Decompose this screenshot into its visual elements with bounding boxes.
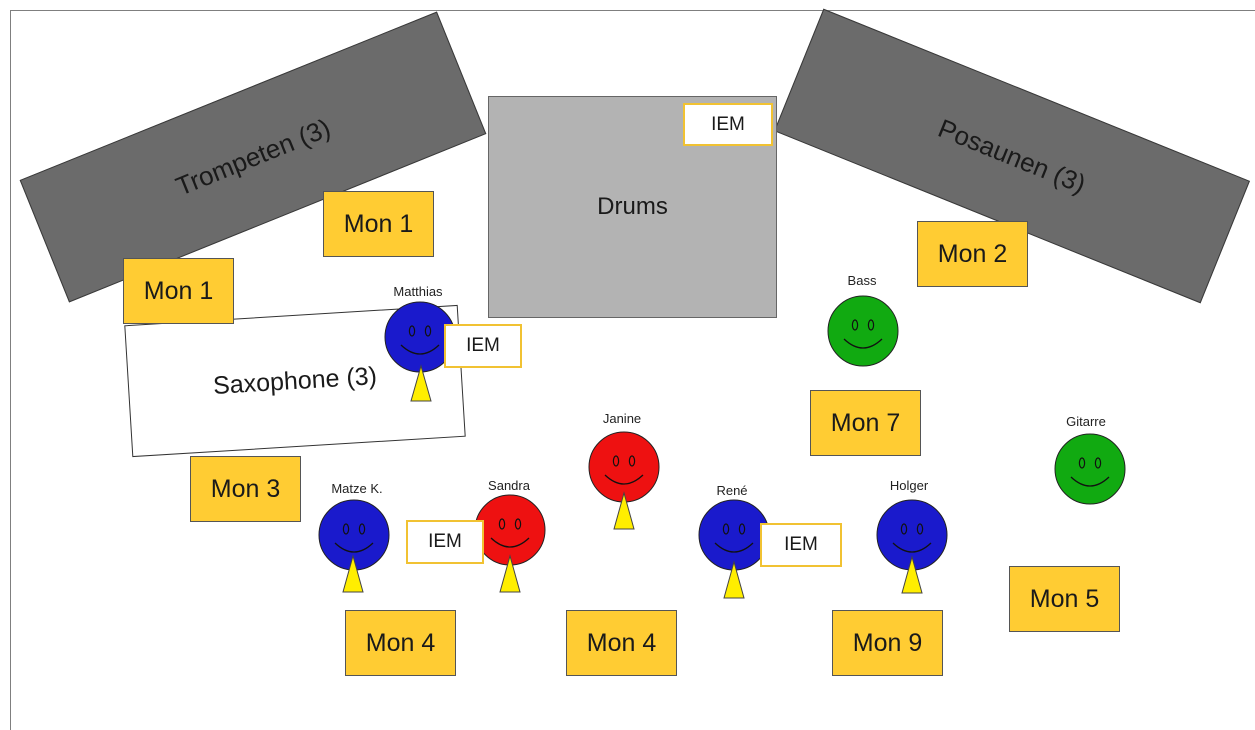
- iem-drums: IEM: [683, 103, 773, 146]
- musician-rene: [698, 499, 770, 599]
- monitor-label: Mon 2: [937, 239, 1008, 268]
- iem-label: IEM: [784, 534, 818, 555]
- drums-label: Drums: [597, 193, 668, 220]
- name-rene: René: [716, 483, 748, 498]
- iem-matthias: IEM: [444, 324, 522, 368]
- iem-rene: IEM: [760, 523, 842, 567]
- name-sandra: Sandra: [488, 478, 530, 493]
- monitor-label: Mon 1: [143, 276, 214, 305]
- microphone-icon: [342, 554, 364, 593]
- musician-holger: [876, 499, 948, 594]
- monitor-mon1-right: Mon 1: [323, 191, 434, 257]
- monitor-label: Mon 4: [365, 628, 436, 657]
- drums-riser: Drums: [488, 96, 777, 318]
- page-border: [10, 10, 1255, 730]
- stage-plot: Trompeten (3) Posaunen (3) Drums Saxopho…: [10, 8, 1255, 730]
- musician-sandra: [474, 494, 546, 593]
- musician-janine: [588, 431, 660, 530]
- monitor-mon1-left: Mon 1: [123, 258, 234, 324]
- monitor-mon7: Mon 7: [810, 390, 921, 456]
- monitor-label: Mon 1: [343, 209, 414, 238]
- microphone-icon: [613, 491, 635, 530]
- monitor-label: Mon 3: [210, 474, 281, 503]
- musician-bass: [827, 295, 899, 367]
- iem-sandra: IEM: [406, 520, 484, 564]
- microphone-icon: [901, 555, 923, 594]
- microphone-icon: [499, 554, 521, 593]
- name-bass: Bass: [847, 273, 877, 288]
- microphone-icon: [410, 364, 432, 402]
- monitor-mon5: Mon 5: [1009, 566, 1120, 632]
- musician-figures: [318, 295, 1126, 599]
- name-matze: Matze K.: [331, 481, 383, 496]
- iem-label: IEM: [466, 335, 500, 356]
- name-gitarre: Gitarre: [1066, 414, 1106, 429]
- musician-matthias: [384, 301, 456, 402]
- iem-label: IEM: [428, 531, 462, 552]
- microphone-icon: [723, 560, 745, 599]
- name-holger: Holger: [889, 478, 929, 493]
- monitor-mon2: Mon 2: [917, 221, 1028, 287]
- monitor-label: Mon 5: [1029, 584, 1100, 613]
- monitor-mon9: Mon 9: [832, 610, 943, 676]
- musician-matze: [318, 499, 390, 593]
- monitor-mon4-center: Mon 4: [566, 610, 677, 676]
- name-matthias: Matthias: [393, 284, 443, 299]
- musician-gitarre: [1054, 433, 1126, 505]
- name-janine: Janine: [602, 411, 642, 426]
- monitor-label: Mon 4: [586, 628, 657, 657]
- monitor-mon4-left: Mon 4: [345, 610, 456, 676]
- monitor-label: Mon 7: [830, 408, 901, 437]
- monitor-label: Mon 9: [852, 628, 923, 657]
- monitor-mon3: Mon 3: [190, 456, 301, 522]
- iem-label: IEM: [711, 113, 745, 135]
